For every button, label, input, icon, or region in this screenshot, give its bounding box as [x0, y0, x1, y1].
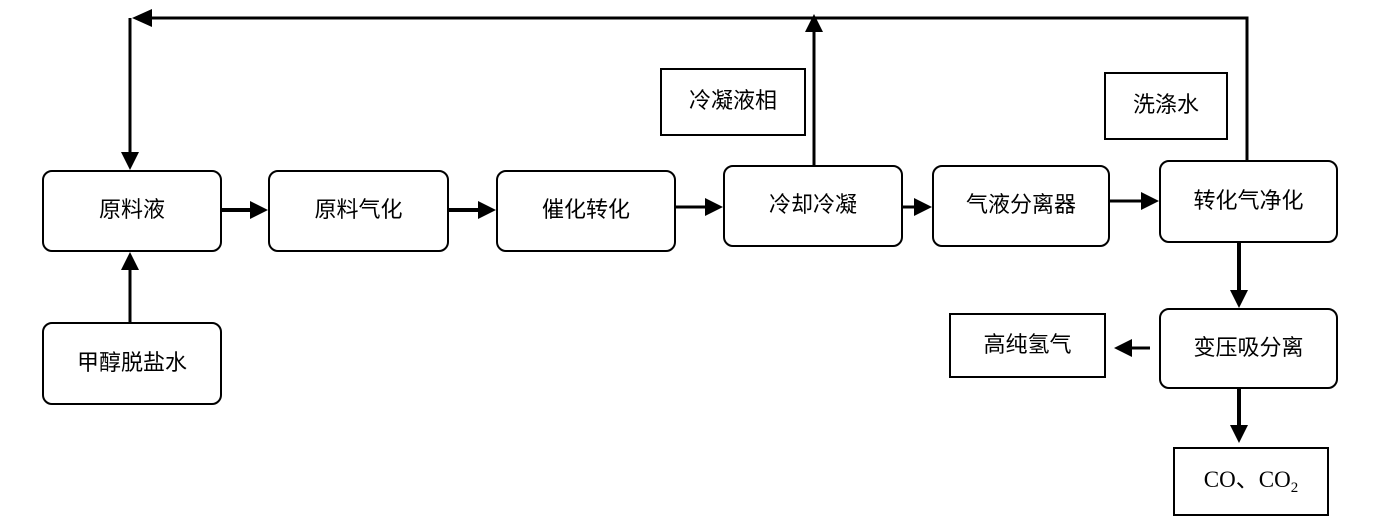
edge-condense-up-arrowhead: [805, 14, 823, 32]
node-methanol-desalted-water-label: 甲醇脱盐水: [76, 350, 187, 376]
edge-methanol-up-arrowhead: [121, 252, 139, 270]
edge-recycle-line: [150, 16, 1249, 160]
edge-purify-to-psa-arrowhead: [1230, 290, 1248, 308]
edge-separator-to-purify-arrowhead: [1141, 192, 1159, 210]
node-catalytic-conversion: 催化转化: [496, 170, 676, 252]
label-condensate-liquid: 冷凝液相: [660, 68, 806, 136]
label-high-purity-hydrogen-text: 高纯氢气: [983, 332, 1072, 358]
edge-psa-to-hydrogen-arrowhead: [1114, 339, 1132, 357]
node-cool-condense: 冷却冷凝: [723, 165, 903, 247]
label-co-co2-main: CO、CO: [1203, 466, 1291, 492]
edge-cool-to-separator-arrowhead: [914, 198, 932, 216]
edge-feed-to-vaporize-arrowhead: [250, 201, 268, 219]
label-co-co2-text: CO、CO2: [1204, 468, 1298, 496]
label-co-co2: CO、CO2: [1173, 447, 1329, 516]
node-feed-vaporize: 原料气化: [268, 170, 449, 252]
node-conversion-gas-purify: 转化气净化: [1159, 160, 1338, 243]
edge-catalytic-to-cool-arrowhead: [705, 198, 723, 216]
edge-vaporize-to-catalytic-arrowhead: [478, 201, 496, 219]
edge-psa-to-co-arrowhead: [1230, 425, 1248, 443]
node-feed-liquid-label: 原料液: [98, 198, 165, 223]
label-high-purity-hydrogen: 高纯氢气: [949, 313, 1106, 378]
node-catalytic-conversion-label: 催化转化: [541, 198, 630, 223]
node-feed-liquid: 原料液: [42, 170, 222, 252]
edge-recycle-arrowhead-left: [132, 9, 152, 27]
label-co-co2-subscript: 2: [1290, 479, 1299, 496]
node-gas-liquid-separator-label: 气液分离器: [965, 193, 1076, 218]
label-wash-water-text: 洗涤水: [1132, 93, 1199, 118]
label-wash-water: 洗涤水: [1104, 72, 1228, 140]
label-condensate-liquid-text: 冷凝液相: [688, 89, 777, 114]
node-conversion-gas-purify-label: 转化气净化: [1193, 188, 1304, 214]
node-feed-vaporize-label: 原料气化: [314, 198, 403, 223]
node-psa: 变压吸分离: [1159, 308, 1338, 389]
node-methanol-desalted-water: 甲醇脱盐水: [42, 322, 222, 405]
node-cool-condense-label: 冷却冷凝: [768, 193, 857, 218]
node-gas-liquid-separator: 气液分离器: [932, 165, 1110, 247]
node-psa-label: 变压吸分离: [1193, 335, 1304, 361]
edge-recycle-arrowhead-down: [121, 152, 139, 170]
